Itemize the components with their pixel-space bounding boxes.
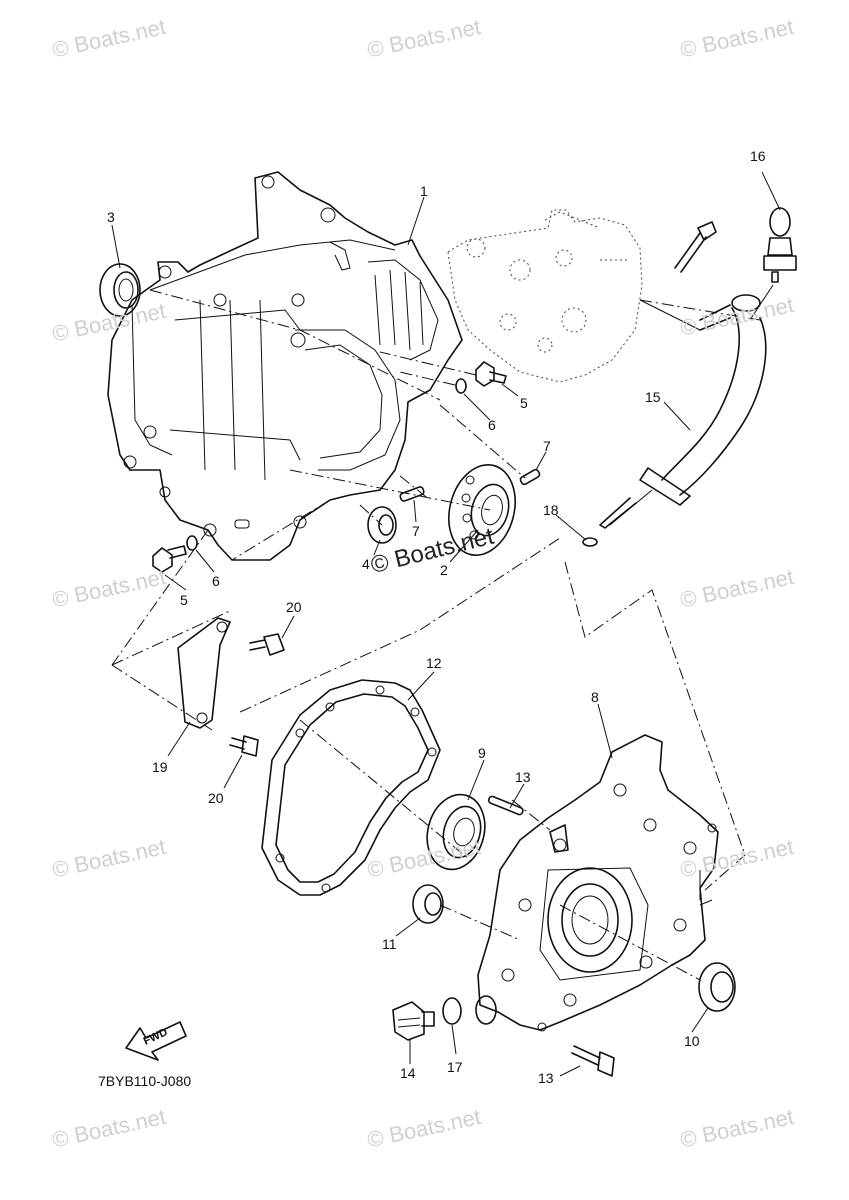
crankcase-cover-gasket[interactable] [261,679,441,896]
bolt-5-lower[interactable] [152,545,187,573]
bolt-5-upper[interactable] [475,361,507,387]
callout-17[interactable]: 17 [447,1059,463,1075]
oil-seal-9[interactable] [419,788,493,876]
o-ring-18[interactable] [582,537,598,547]
callout-3[interactable]: 3 [107,209,115,225]
fwd-arrow [125,1021,187,1061]
leader-lines [111,171,781,1077]
guide-plate-19[interactable] [177,617,231,729]
callout-7[interactable]: 7 [543,438,551,454]
head-bolt[interactable] [674,221,717,273]
callout-13[interactable]: 13 [515,769,531,785]
dowel-pin-7b[interactable] [399,486,425,502]
callout-5[interactable]: 5 [520,395,528,411]
washer-6-lower[interactable] [186,535,198,551]
callout-15[interactable]: 15 [645,389,661,405]
dowel-pin-13[interactable] [487,795,524,816]
callout-8[interactable]: 8 [591,689,599,705]
bolt-20-lower[interactable] [229,735,259,757]
callout-20[interactable]: 20 [208,790,224,806]
o-ring-17[interactable] [442,997,462,1025]
callout-19[interactable]: 19 [152,759,168,775]
drain-plug-14[interactable] [392,1001,435,1041]
callout-13[interactable]: 13 [538,1070,554,1086]
bearing-11[interactable] [412,884,444,924]
drawing-code: 7BYB110-J080 [98,1073,192,1089]
alignment-lines [111,289,761,981]
dipstick[interactable] [599,207,797,529]
callout-5[interactable]: 5 [180,592,188,608]
callout-6[interactable]: 6 [488,417,496,433]
callout-12[interactable]: 12 [426,655,442,671]
oil-filler-tube[interactable] [639,294,767,506]
callout-9[interactable]: 9 [478,745,486,761]
callout-6[interactable]: 6 [212,573,220,589]
oil-seal-10[interactable] [698,962,736,1012]
callout-11[interactable]: 11 [382,936,397,952]
cylinder-head-outline [447,209,643,383]
callout-20[interactable]: 20 [286,599,302,615]
callout-1[interactable]: 1 [420,183,428,199]
callout-4[interactable]: 4 [362,556,370,572]
crankcase[interactable] [107,171,463,561]
dowel-pin-7a[interactable] [519,468,541,486]
oil-seal-3[interactable] [99,263,141,317]
callout-14[interactable]: 14 [400,1065,416,1081]
crankcase-cover[interactable] [475,734,719,1032]
bearing-4[interactable] [367,506,397,544]
callout-7[interactable]: 7 [412,523,420,539]
bolt-20-upper[interactable] [249,633,285,656]
washer-6-upper[interactable] [455,378,467,394]
bolt-13[interactable] [571,1045,615,1077]
callout-16[interactable]: 16 [750,148,766,164]
callout-2[interactable]: 2 [440,562,448,578]
callout-18[interactable]: 18 [543,502,559,518]
callout-10[interactable]: 10 [684,1033,700,1049]
